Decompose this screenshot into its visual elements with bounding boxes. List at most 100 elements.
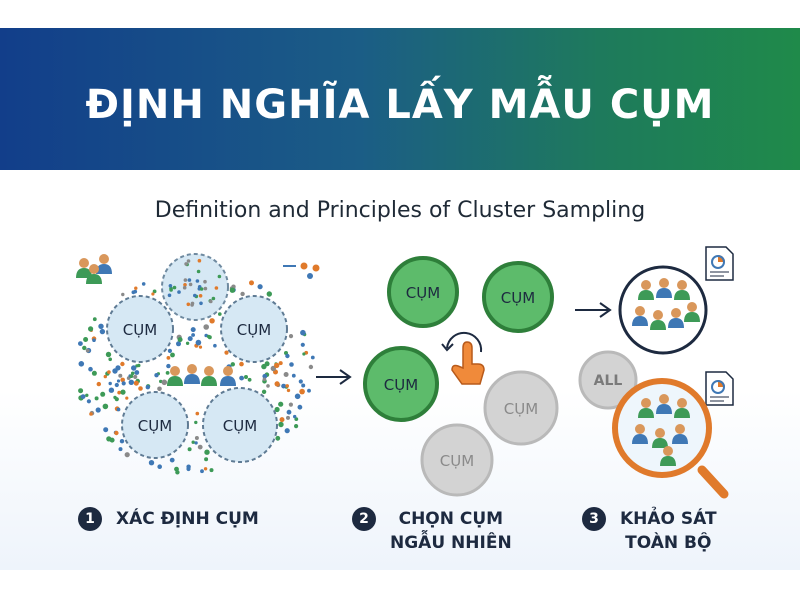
population-dots (78, 280, 315, 475)
population-dot (204, 457, 209, 462)
population-dot (190, 303, 194, 307)
population-dot (229, 287, 236, 293)
population-dot (114, 382, 119, 388)
population-dot (133, 380, 139, 386)
population-dot (116, 379, 121, 383)
population-dot (152, 289, 157, 294)
population-dot (299, 388, 305, 395)
population-cluster-top (161, 253, 229, 321)
population-dot (274, 362, 280, 369)
population-dot (105, 351, 112, 358)
selected-cluster-1: CỤM (387, 256, 459, 328)
population-dot (300, 342, 305, 347)
document-chart-icon (705, 246, 734, 281)
population-dot (247, 377, 252, 382)
step-3: 3 KHẢO SÁT TOÀN BỘ (582, 507, 717, 555)
selected-cluster-3: CỤM (363, 346, 439, 422)
top-margin (0, 0, 800, 28)
population-dot (261, 363, 267, 370)
population-dot (285, 353, 290, 359)
population-dot (214, 286, 219, 290)
population-dot (165, 371, 170, 375)
population-dot (131, 290, 136, 295)
population-dot (283, 372, 289, 377)
population-dot (134, 370, 140, 375)
population-dot (209, 299, 213, 304)
document-chart-icon (705, 371, 734, 406)
people-group-icon (76, 254, 112, 284)
step-number: 3 (582, 507, 606, 531)
population-dot (199, 287, 204, 291)
selected-cluster-label: CỤM (384, 376, 418, 394)
population-dot (78, 388, 84, 394)
population-dot (95, 407, 101, 413)
step-label: CHỌN CỤM NGẪU NHIÊN (390, 507, 512, 555)
population-dot (203, 286, 208, 291)
step-label-line: CHỌN CỤM (398, 509, 504, 529)
population-dot (224, 350, 229, 355)
population-dot (307, 388, 311, 393)
population-dot (177, 290, 181, 294)
population-dot (121, 292, 125, 297)
population-dot (138, 386, 143, 391)
population-dot (114, 397, 119, 402)
population-cluster-label: CỤM (138, 417, 172, 435)
population-dot (197, 444, 203, 450)
population-dot (188, 282, 193, 287)
step-label: XÁC ĐỊNH CỤM (116, 507, 259, 531)
population-dot (199, 301, 203, 306)
population-dot (262, 377, 267, 382)
population-dot (167, 348, 172, 353)
population-dot (278, 401, 284, 407)
population-dot (115, 365, 121, 371)
population-dot (187, 447, 192, 452)
all-label: ALL (594, 373, 623, 389)
step-label-line: NGẪU NHIÊN (390, 533, 512, 553)
population-dot (154, 373, 159, 378)
step-label: KHẢO SÁT TOÀN BỘ (620, 507, 717, 555)
population-dot (204, 449, 210, 455)
population-dot (209, 468, 214, 473)
population-dot (169, 457, 175, 463)
population-dot (302, 352, 306, 356)
population-dot (274, 406, 280, 413)
population-dot (167, 293, 172, 298)
population-dot (266, 291, 272, 297)
population-dot (157, 386, 162, 392)
population-dot (262, 373, 268, 379)
population-dot (203, 324, 209, 330)
population-dot (119, 439, 125, 444)
population-dot (117, 390, 122, 395)
population-cluster-label: CỤM (123, 321, 157, 339)
population-cluster-1: CỤM (106, 295, 174, 363)
population-dot (286, 409, 292, 415)
selected-cluster-label: CỤM (406, 284, 440, 302)
population-dot (310, 355, 315, 360)
population-dot (286, 388, 291, 393)
population-dot (169, 288, 173, 292)
population-dot (266, 384, 270, 388)
population-dot (183, 278, 188, 282)
rotate-arrow-icon (441, 331, 483, 353)
population-dot (121, 381, 126, 386)
arrow-right-icon (575, 302, 612, 318)
population-dot (92, 338, 96, 343)
page-subtitle: Definition and Principles of Cluster Sam… (154, 198, 646, 223)
population-dot (301, 383, 306, 388)
population-dot (187, 336, 193, 342)
population-dot (108, 381, 112, 386)
population-dot (194, 436, 199, 440)
population-dot (186, 302, 191, 307)
bottom-margin (0, 570, 800, 600)
population-dot (195, 339, 202, 346)
population-dot (80, 394, 86, 399)
people-group-center-icon (167, 364, 236, 386)
population-dot (293, 414, 297, 419)
population-dot (197, 258, 202, 263)
population-dot (94, 396, 99, 401)
population-dot (193, 293, 197, 298)
population-dot (286, 415, 290, 420)
population-dot (88, 326, 94, 332)
population-cluster-2: CỤM (220, 295, 288, 363)
